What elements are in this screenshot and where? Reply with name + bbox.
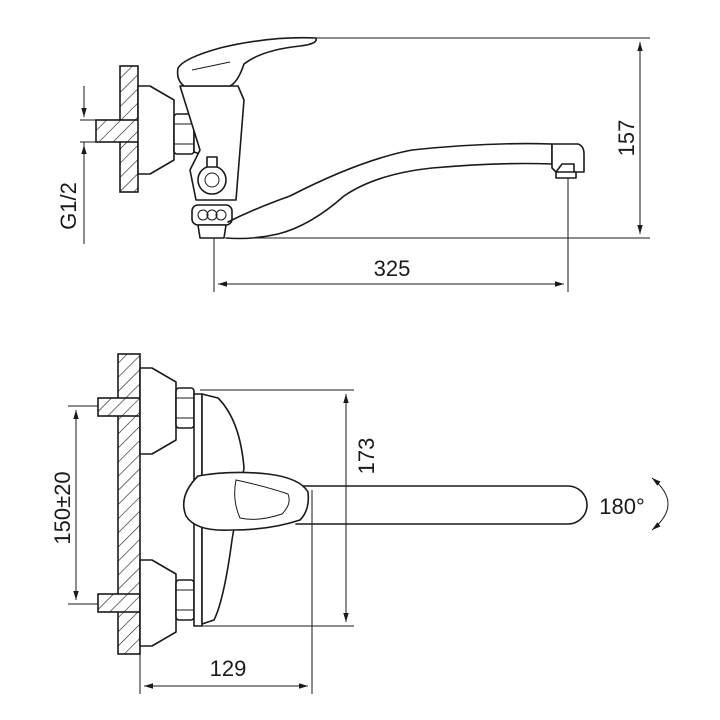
diverter-knob bbox=[197, 165, 227, 195]
aerator bbox=[551, 143, 585, 173]
spout-front bbox=[289, 485, 588, 525]
spout bbox=[225, 142, 553, 240]
rotation-arrow bbox=[651, 477, 669, 531]
front-view bbox=[97, 353, 669, 655]
top-hex-nut bbox=[175, 387, 195, 429]
dim-label-center-distance: 150±20 bbox=[50, 471, 75, 544]
dim-label-129: 129 bbox=[210, 656, 247, 681]
wall-section-front bbox=[117, 353, 141, 655]
top-inlet-pipe bbox=[97, 397, 141, 417]
bottom-escutcheon bbox=[139, 559, 177, 647]
side-view bbox=[95, 36, 585, 240]
dim-label-157: 157 bbox=[614, 120, 639, 157]
inlet-pipe-section bbox=[95, 119, 141, 143]
bottom-inlet-pipe bbox=[97, 593, 141, 613]
lever-handle-front bbox=[182, 471, 310, 532]
lever-handle bbox=[176, 36, 317, 87]
mixer-body bbox=[179, 85, 245, 201]
bottom-hex-nut bbox=[175, 579, 195, 621]
escutcheon-flange bbox=[137, 85, 175, 175]
dim-label-173: 173 bbox=[354, 438, 379, 475]
dimension-lines bbox=[68, 37, 650, 694]
dimension-labels: 157 325 G1/2 173 150±20 129 180° bbox=[50, 120, 645, 681]
top-escutcheon bbox=[139, 367, 177, 455]
dim-label-325: 325 bbox=[374, 256, 411, 281]
dim-label-thread: G1/2 bbox=[56, 182, 81, 230]
dim-label-rotation: 180° bbox=[599, 494, 645, 519]
